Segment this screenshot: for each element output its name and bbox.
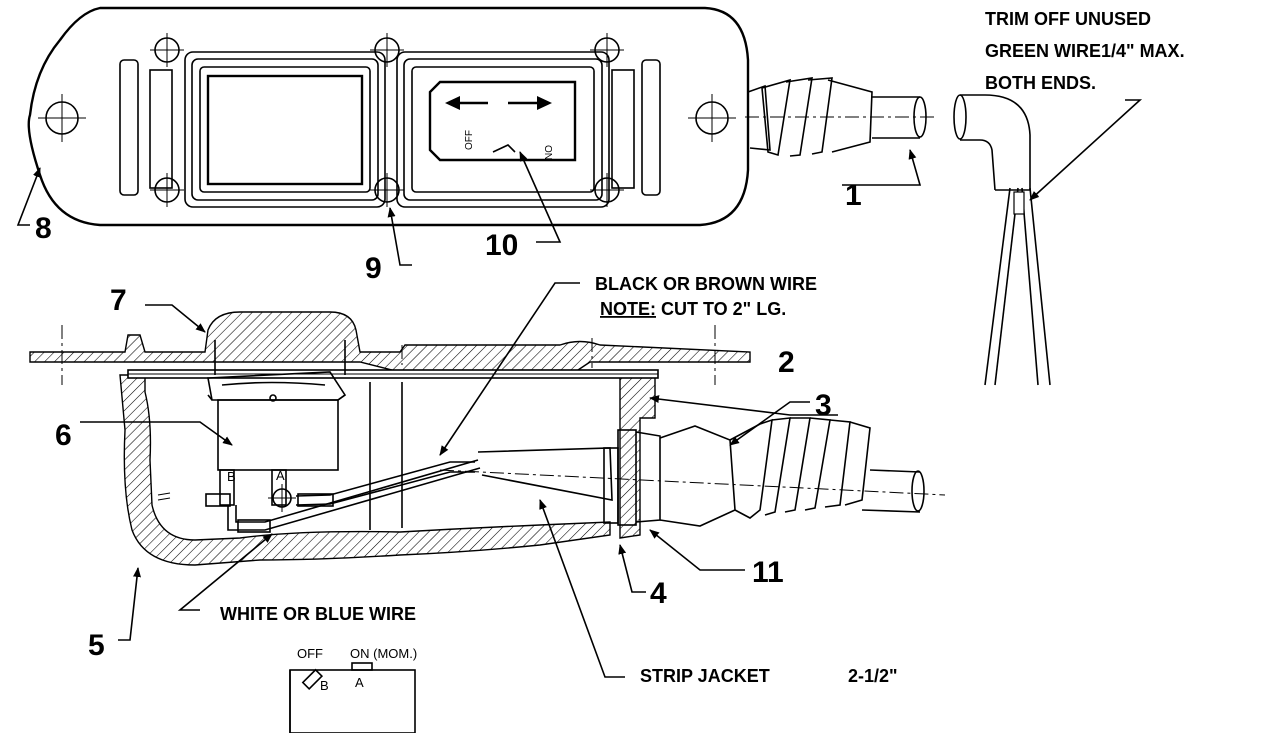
- trim-note-line3: BOTH ENDS.: [985, 73, 1096, 93]
- terminal-a-label: A: [276, 468, 285, 483]
- top-strain-relief: [745, 77, 935, 157]
- top-view-plate: OFF ON: [27, 6, 750, 227]
- callout-11: 11: [752, 556, 784, 589]
- callout-3: 3: [815, 389, 832, 422]
- strip-jacket-length: 2-1/2": [848, 666, 898, 686]
- schematic-off-label: OFF: [297, 646, 323, 661]
- schematic-on-label: ON (MOM.): [350, 646, 417, 661]
- callout-9: 9: [365, 252, 382, 285]
- switch-on-label: ON: [542, 145, 553, 160]
- schematic-terminal-b: B: [320, 678, 329, 693]
- callout-6: 6: [55, 419, 72, 452]
- arrow-left-icon: [445, 96, 488, 110]
- callout-10: 10: [485, 229, 518, 262]
- screw-icon: [150, 33, 624, 207]
- callout-7: 7: [110, 284, 127, 317]
- terminal-b-label: B: [227, 469, 236, 484]
- callout-1: 1: [845, 179, 862, 212]
- schematic-terminal-a: A: [355, 675, 364, 690]
- black-wire-label: BLACK OR BROWN WIRE: [595, 274, 817, 294]
- callout-8: 8: [35, 212, 52, 245]
- callout-4: 4: [650, 577, 667, 610]
- trim-note-line2: GREEN WIRE1/4" MAX.: [985, 41, 1185, 61]
- callout-5: 5: [88, 629, 105, 662]
- black-wire-note: NOTE: CUT TO 2" LG.: [600, 299, 786, 319]
- trim-note-line1: TRIM OFF UNUSED: [985, 9, 1151, 29]
- switch-off-label: OFF: [464, 130, 475, 150]
- switch-schematic: OFF ON (MOM.) B A: [289, 646, 417, 733]
- leader-lines: [16, 99, 1143, 678]
- cable-end: [953, 94, 1051, 386]
- arrow-right-icon: [508, 96, 552, 110]
- white-wire-label: WHITE OR BLUE WIRE: [220, 604, 416, 624]
- callout-2: 2: [778, 346, 795, 379]
- section-view: [29, 311, 946, 566]
- strip-jacket-label: STRIP JACKET: [640, 666, 770, 686]
